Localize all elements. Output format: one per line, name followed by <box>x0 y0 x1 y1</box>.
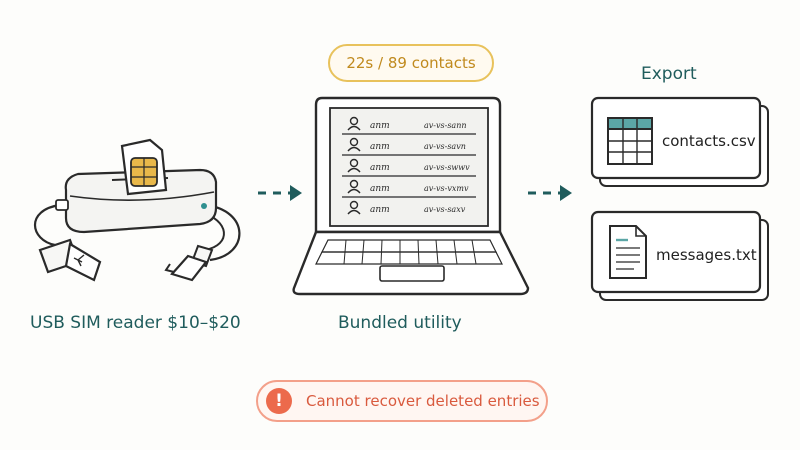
usb-c-plug-icon <box>164 244 214 282</box>
table-row: anm av-vs-savn <box>347 137 466 152</box>
person-icon <box>347 158 361 173</box>
warning-text: Cannot recover deleted entries <box>306 392 540 410</box>
contact-number: av-vs-saxv <box>424 205 466 214</box>
table-row: anm av-vs-saxv <box>347 200 466 215</box>
contact-name: anm <box>370 163 390 173</box>
contact-list-table: anm av-vs-sann anm av-vs-savn anm av-vs-… <box>342 116 476 215</box>
messages-txt-card <box>590 210 769 301</box>
person-icon <box>347 116 361 131</box>
person-icon <box>347 137 361 152</box>
reader-caption: USB SIM reader $10–$20 <box>30 313 241 333</box>
arrow-laptop-to-export <box>528 185 572 201</box>
exclamation-icon: ! <box>266 388 292 414</box>
person-icon <box>347 200 361 215</box>
timer-text: 22s / 89 contacts <box>346 54 476 72</box>
contact-number: av-vs-sann <box>424 121 467 130</box>
person-icon <box>347 179 361 194</box>
table-row: anm av-vs-sann <box>347 116 467 131</box>
contact-number: av-vs-vxmv <box>424 184 469 193</box>
contacts-csv-card <box>590 96 769 187</box>
contact-number: av-vs-savn <box>424 142 466 151</box>
contact-name: anm <box>370 142 390 152</box>
contact-name: anm <box>370 184 390 194</box>
table-row: anm av-vs-swwv <box>347 158 470 173</box>
spreadsheet-icon <box>607 117 653 165</box>
laptop-caption: Bundled utility <box>338 313 462 333</box>
sim-reader-icon <box>33 168 241 262</box>
messages-file-label: messages.txt <box>656 246 757 264</box>
contacts-file-label: contacts.csv <box>662 132 756 150</box>
warning-badge: ! Cannot recover deleted entries <box>256 380 548 422</box>
usb-a-plug-icon <box>38 238 102 282</box>
contact-name: anm <box>370 121 390 131</box>
sim-card-icon <box>120 138 168 196</box>
timer-badge: 22s / 89 contacts <box>328 44 494 82</box>
contact-number: av-vs-swwv <box>424 163 470 172</box>
arrow-reader-to-laptop <box>258 185 302 201</box>
document-icon <box>609 225 647 279</box>
table-row: anm av-vs-vxmv <box>347 179 469 194</box>
export-heading: Export <box>641 64 697 84</box>
contact-name: anm <box>370 205 390 215</box>
laptop-icon <box>292 96 530 296</box>
